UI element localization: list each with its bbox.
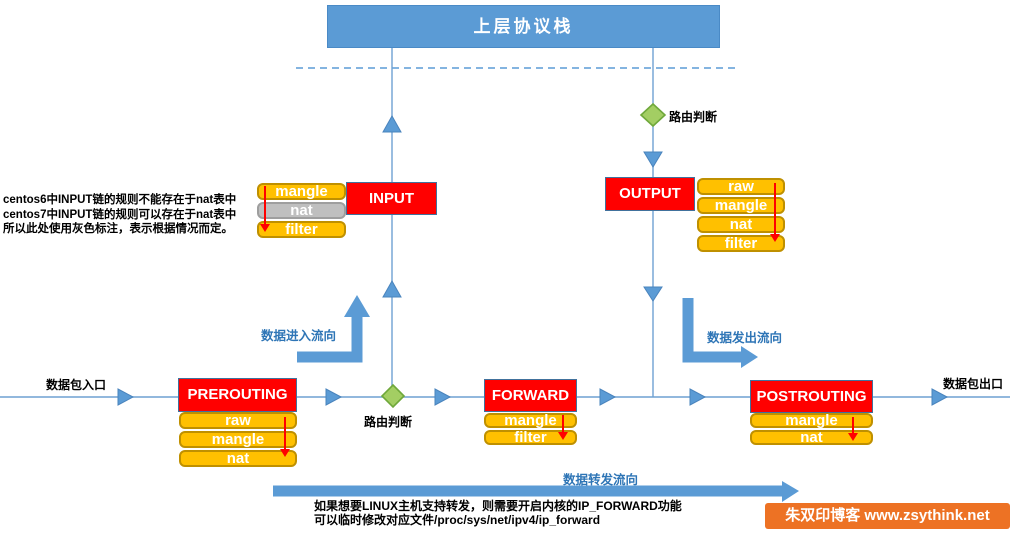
routing-diamond-bottom bbox=[380, 383, 406, 409]
table-nat: nat bbox=[179, 450, 297, 467]
right-arrowhead-icon bbox=[689, 388, 707, 406]
table-stack-forward: mangle filter bbox=[484, 413, 577, 447]
note-line: centos6中INPUT链的规则不能存在于nat表中 bbox=[3, 194, 237, 206]
right-arrowhead-icon bbox=[117, 388, 135, 406]
chain-box-output: OUTPUT bbox=[605, 177, 695, 211]
table-filter: filter bbox=[697, 235, 785, 252]
flow-out-label: 数据发出流向 bbox=[707, 331, 783, 345]
up-arrowhead-icon bbox=[382, 279, 402, 298]
upper-protocol-stack-box: 上层协议栈 bbox=[327, 5, 720, 48]
table-priority-arrow bbox=[558, 415, 568, 440]
table-raw: raw bbox=[179, 412, 297, 429]
flow-forward-arrowhead-icon bbox=[782, 481, 799, 502]
right-arrowhead-icon bbox=[325, 388, 343, 406]
table-mangle: mangle bbox=[697, 197, 785, 214]
table-mangle: mangle bbox=[750, 413, 873, 428]
table-stack-output: raw mangle nat filter bbox=[697, 178, 785, 254]
flow-in-label: 数据进入流向 bbox=[261, 329, 337, 343]
right-arrowhead-icon bbox=[434, 388, 452, 406]
table-filter: filter bbox=[484, 430, 577, 445]
right-arrowhead-icon bbox=[931, 388, 949, 406]
chain-box-prerouting: PREROUTING bbox=[178, 378, 297, 412]
table-stack-prerouting: raw mangle nat bbox=[179, 412, 297, 469]
routing-decision-bottom-label: 路由判断 bbox=[364, 415, 413, 429]
chain-box-forward: FORWARD bbox=[484, 379, 577, 412]
flow-out-arrowhead-icon bbox=[741, 346, 758, 368]
table-nat: nat bbox=[697, 216, 785, 233]
table-nat: nat bbox=[257, 202, 346, 219]
table-mangle: mangle bbox=[484, 413, 577, 428]
table-stack-input: mangle nat filter bbox=[257, 183, 346, 240]
table-priority-arrow bbox=[770, 183, 780, 242]
routing-diamond-top bbox=[639, 102, 667, 128]
down-arrowhead-icon bbox=[643, 151, 663, 168]
ip-forward-note: 如果想要LINUX主机支持转发，则需要开启内核的IP_FORWARD功能 可以临… bbox=[314, 499, 682, 527]
chain-box-postrouting: POSTROUTING bbox=[750, 380, 873, 413]
table-filter: filter bbox=[257, 221, 346, 238]
down-arrowhead-icon bbox=[643, 286, 663, 302]
table-raw: raw bbox=[697, 178, 785, 195]
right-arrowhead-icon bbox=[599, 388, 617, 406]
input-nat-note: centos6中INPUT链的规则不能存在于nat表中 centos7中INPU… bbox=[3, 193, 236, 237]
table-priority-arrow bbox=[260, 186, 270, 232]
note-line: centos7中INPUT链的规则可以存在于nat表中 bbox=[3, 208, 237, 221]
flow-in-arrowhead-icon bbox=[344, 295, 370, 317]
flow-forward-label: 数据转发流向 bbox=[563, 473, 639, 487]
flow-out-arrow bbox=[682, 298, 741, 363]
table-mangle: mangle bbox=[179, 431, 297, 448]
table-stack-postrouting: mangle nat bbox=[750, 413, 873, 447]
table-priority-arrow bbox=[280, 417, 290, 457]
note-line: 如果想要LINUX主机支持转发，则需要开启内核的IP_FORWARD功能 bbox=[314, 499, 682, 513]
table-priority-arrow bbox=[848, 417, 858, 441]
site-watermark: 朱双印博客 www.zsythink.net bbox=[765, 503, 1010, 529]
note-line: 可以临时修改对应文件/proc/sys/net/ipv4/ip_forward bbox=[314, 513, 601, 527]
routing-decision-top-label: 路由判断 bbox=[669, 110, 718, 124]
up-arrowhead-icon bbox=[382, 114, 402, 133]
packet-in-label: 数据包入口 bbox=[46, 378, 107, 392]
table-nat: nat bbox=[750, 430, 873, 445]
packet-out-label: 数据包出口 bbox=[943, 377, 1004, 391]
flow-in-arrow bbox=[297, 316, 363, 363]
chain-box-input: INPUT bbox=[346, 182, 437, 215]
table-mangle: mangle bbox=[257, 183, 346, 200]
note-line: 所以此处使用灰色标注，表示根据情况而定。 bbox=[3, 223, 233, 235]
